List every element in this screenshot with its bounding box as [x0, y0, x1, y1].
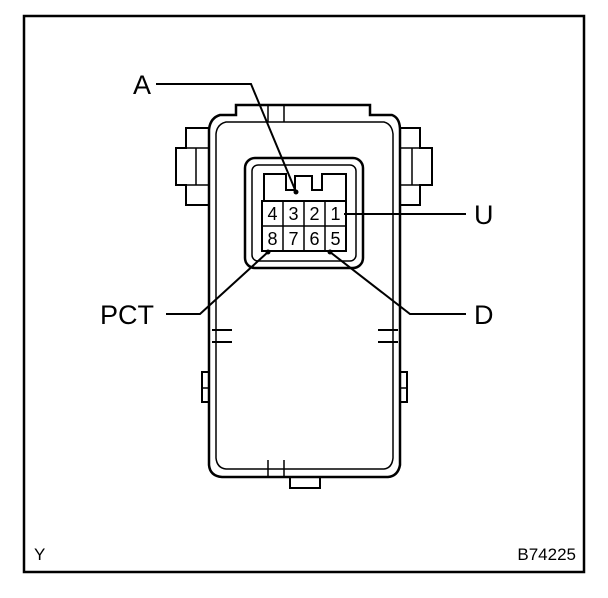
callout-label-d: D — [474, 300, 494, 330]
connector-housing-inner — [215, 121, 394, 470]
leader-line-d — [329, 251, 466, 315]
leader-line-a — [156, 83, 297, 193]
figure-frame — [22, 14, 586, 574]
pin-4-label: 4 — [267, 204, 277, 224]
pin-1-label: 1 — [330, 204, 340, 224]
corner-code-left: Y — [34, 545, 45, 564]
callout-label-u: U — [474, 200, 494, 230]
bottom-tab — [289, 477, 321, 489]
pin-7-label: 7 — [288, 229, 298, 249]
right-latch — [400, 127, 433, 206]
pin-3-label: 3 — [288, 204, 298, 224]
pin-2-label: 2 — [309, 204, 319, 224]
connector-housing — [207, 103, 402, 479]
callout-label-pct: PCT — [100, 300, 154, 330]
leader-line-pct — [166, 251, 269, 315]
pin-8-label: 8 — [267, 229, 277, 249]
pin-6-label: 6 — [309, 229, 319, 249]
pin-grid — [261, 200, 347, 252]
figure-code: B74225 — [517, 545, 576, 564]
pin-5-label: 5 — [330, 229, 340, 249]
connector-key — [263, 173, 347, 200]
left-latch — [175, 127, 209, 206]
callout-label-a: A — [133, 70, 151, 100]
